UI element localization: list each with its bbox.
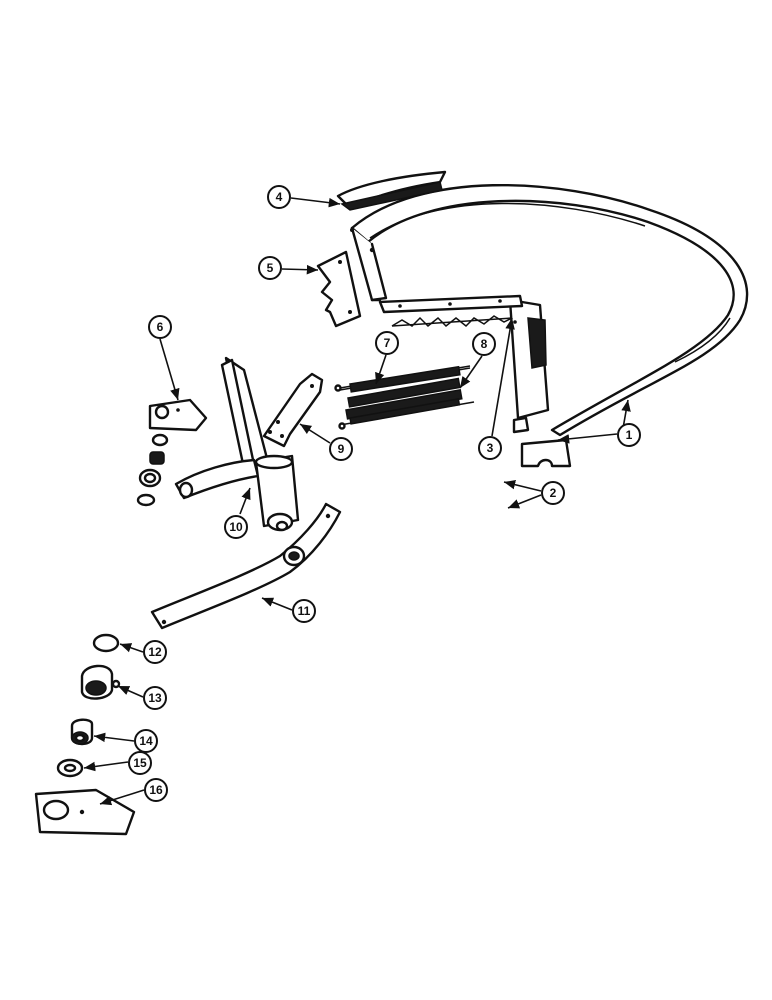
- svg-text:16: 16: [149, 783, 163, 797]
- callout-9: 9: [329, 437, 353, 461]
- callout-14: 14: [134, 729, 158, 753]
- part-plate-16: [34, 788, 136, 836]
- part-washer-12: [92, 633, 120, 653]
- callout-12: 12: [143, 640, 167, 664]
- callout-13: 13: [143, 686, 167, 710]
- svg-text:7: 7: [384, 336, 391, 350]
- part-washer-15: [56, 758, 84, 778]
- part-knife-strip: [378, 294, 524, 328]
- part-bearing-14: [70, 718, 94, 746]
- svg-text:12: 12: [148, 645, 162, 659]
- callout-8: 8: [472, 332, 496, 356]
- part-arm-assembly: [174, 356, 324, 532]
- svg-text:13: 13: [148, 691, 162, 705]
- callout-7: 7: [375, 331, 399, 355]
- callout-6: 6: [148, 315, 172, 339]
- svg-text:5: 5: [267, 261, 274, 275]
- callout-15: 15: [128, 751, 152, 775]
- part-plate-4: [336, 170, 447, 211]
- callout-11: 11: [292, 599, 316, 623]
- svg-text:2: 2: [550, 486, 557, 500]
- svg-text:8: 8: [481, 337, 488, 351]
- part-bracket-6: [136, 398, 208, 507]
- callout-4: 4: [267, 185, 291, 209]
- part-guard: [350, 183, 749, 468]
- svg-text:10: 10: [229, 520, 243, 534]
- svg-text:6: 6: [157, 320, 164, 334]
- svg-text:3: 3: [487, 441, 494, 455]
- svg-text:15: 15: [133, 756, 147, 770]
- callout-1: 1: [617, 423, 641, 447]
- part-plate-5: [316, 250, 362, 328]
- part-curved-bar: [150, 502, 342, 630]
- callout-16: 16: [144, 778, 168, 802]
- callout-3: 3: [478, 436, 502, 460]
- callout-10: 10: [224, 515, 248, 539]
- part-springs: [334, 365, 475, 430]
- svg-text:14: 14: [139, 734, 153, 748]
- svg-text:11: 11: [298, 604, 311, 618]
- leader-lines: [83, 197, 631, 806]
- svg-text:9: 9: [338, 442, 345, 456]
- part-bushing-13: [80, 664, 121, 700]
- svg-text:1: 1: [626, 428, 633, 442]
- svg-text:4: 4: [276, 190, 283, 204]
- callout-2: 2: [541, 481, 565, 505]
- callout-5: 5: [258, 256, 282, 280]
